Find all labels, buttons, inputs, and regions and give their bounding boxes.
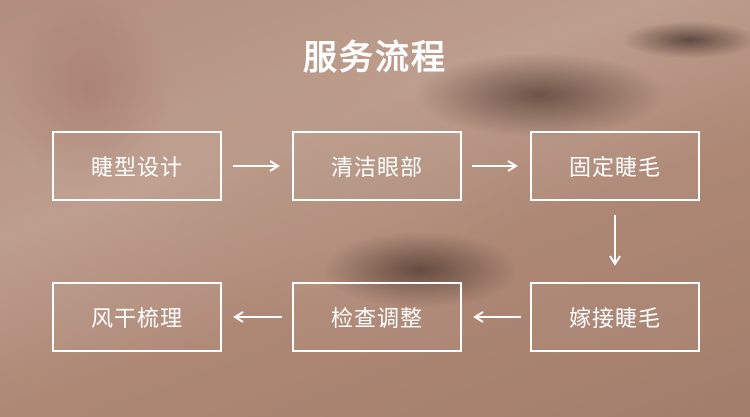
step-label: 清洁眼部 [330, 156, 423, 181]
step-box-2: 清洁眼部 [292, 131, 462, 201]
page-title: 服务流程 [303, 38, 447, 78]
arrow-left-1-icon [473, 311, 521, 323]
step-box-4: 嫁接睫毛 [530, 282, 700, 352]
step-label: 风干梳理 [90, 307, 183, 332]
step-label: 检查调整 [330, 307, 423, 332]
arrow-down-icon [609, 215, 621, 266]
arrow-left-2-icon [233, 311, 282, 323]
step-box-5: 检查调整 [292, 282, 462, 352]
step-box-1: 睫型设计 [52, 131, 222, 201]
step-box-3: 固定睫毛 [530, 131, 700, 201]
step-label: 睫型设计 [90, 156, 183, 181]
step-label: 固定睫毛 [568, 156, 661, 181]
arrow-right-2-icon [472, 160, 518, 172]
arrow-right-1-icon [233, 160, 280, 172]
step-label: 嫁接睫毛 [568, 307, 661, 332]
step-box-6: 风干梳理 [52, 282, 222, 352]
